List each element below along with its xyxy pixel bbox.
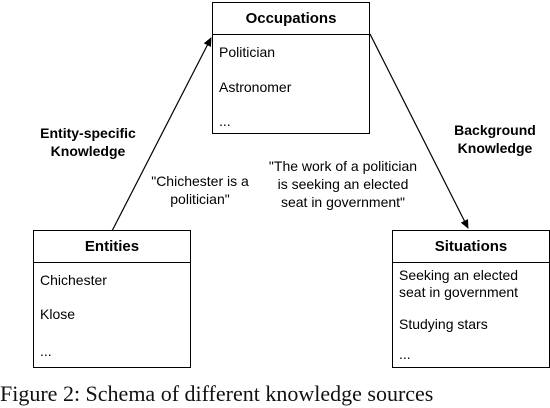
entity-item-more: ... [40,343,52,359]
situations-title: Situations [393,231,549,263]
background-knowledge-label: Background Knowledge [454,122,536,156]
situation-item-stars: Studying stars [399,316,488,332]
entity-item-klose: Klose [40,306,76,322]
situations-box: Situations Seeking an elected seat in go… [392,230,550,368]
entity-specific-knowledge-label: Entity-specific Knowledge [40,125,136,159]
background-quote: "The work of a politician is seeking an … [268,158,418,210]
occupations-title: Occupations [213,3,369,35]
situation-item-election: Seeking an elected seat in government [399,267,519,300]
occupations-box: Occupations Politician Astronomer ... [212,2,370,134]
occupation-item-astronomer: Astronomer [219,79,292,95]
entity-specific-quote: "Chichester is a politician" [151,173,249,207]
occupation-item-more: ... [219,113,231,129]
arrow-entity-specific [111,37,212,232]
entity-item-chichester: Chichester [40,272,107,288]
arrow-background [369,33,469,229]
occupation-item-politician: Politician [219,44,276,60]
figure-caption: Figure 2: Schema of different knowledge … [0,381,434,406]
entities-box: Entities Chichester Klose ... [33,230,191,368]
situation-item-more: ... [399,346,411,362]
entities-title: Entities [34,231,190,263]
